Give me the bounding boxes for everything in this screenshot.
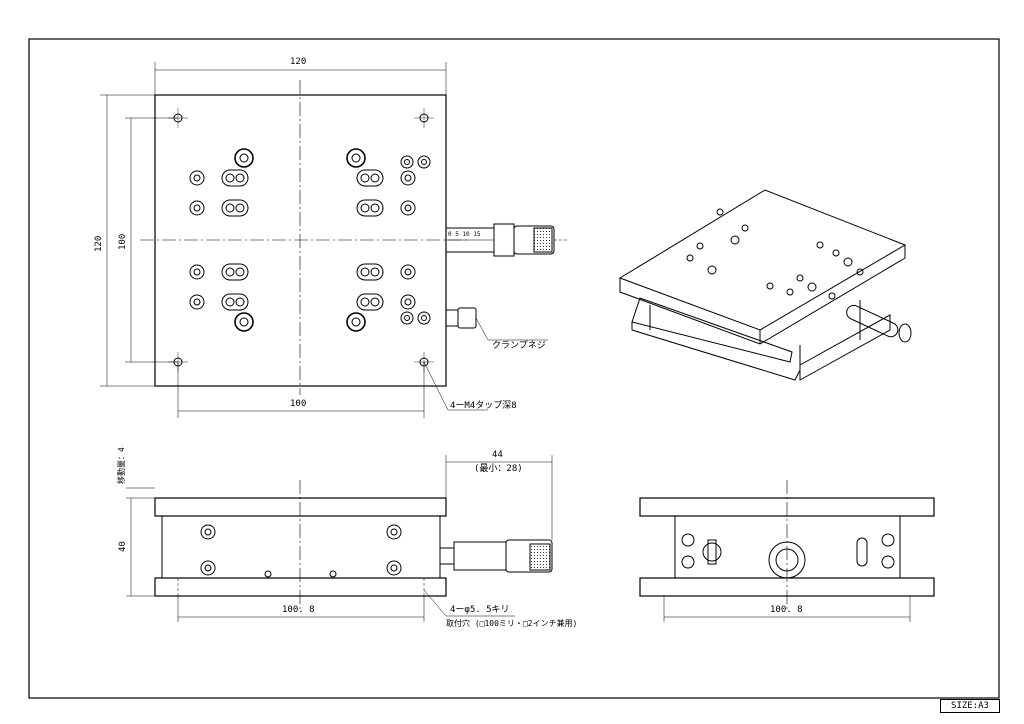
corner-tap-holes — [168, 108, 434, 372]
side-view — [639, 480, 935, 622]
dim-base-side: 100. 8 — [770, 605, 803, 615]
size-label: SIZE:A3 — [940, 699, 1000, 713]
clamp-screw — [445, 307, 548, 341]
sheet-frame — [28, 38, 1000, 699]
callout-clamp-screw: クランプネジ — [492, 341, 546, 351]
top-plate-outline — [154, 94, 447, 387]
top-view-holes — [189, 148, 431, 332]
callout-mount-holes: 4ーφ5. 5キリ — [450, 605, 510, 615]
isometric-view — [618, 189, 912, 381]
iso-holes — [686, 208, 864, 300]
top-view-slots — [221, 169, 384, 311]
dim-top-height: 120 — [94, 235, 104, 252]
callout-mount-note: 取付穴 (□100ミリ・□2インチ兼用) — [446, 619, 578, 628]
front-view — [126, 455, 553, 622]
micrometer-scale: 0 5 10 15 — [448, 231, 481, 238]
dim-overall: 44 — [492, 450, 503, 460]
dim-height: 40 — [118, 541, 128, 552]
dim-hole-pitch-vertical: 100 — [118, 233, 128, 250]
dim-travel: 移動量：4 — [117, 447, 126, 484]
dim-base-front: 100. 8 — [282, 605, 315, 615]
top-micrometer — [445, 223, 568, 257]
top-view — [100, 62, 568, 418]
dim-top-width: 120 — [290, 57, 307, 67]
callout-tap-holes: 4ーM4タップ深8 — [450, 401, 517, 411]
dim-minimum: (最小：28) — [474, 464, 523, 474]
dim-hole-pitch-horizontal: 100 — [290, 399, 307, 409]
